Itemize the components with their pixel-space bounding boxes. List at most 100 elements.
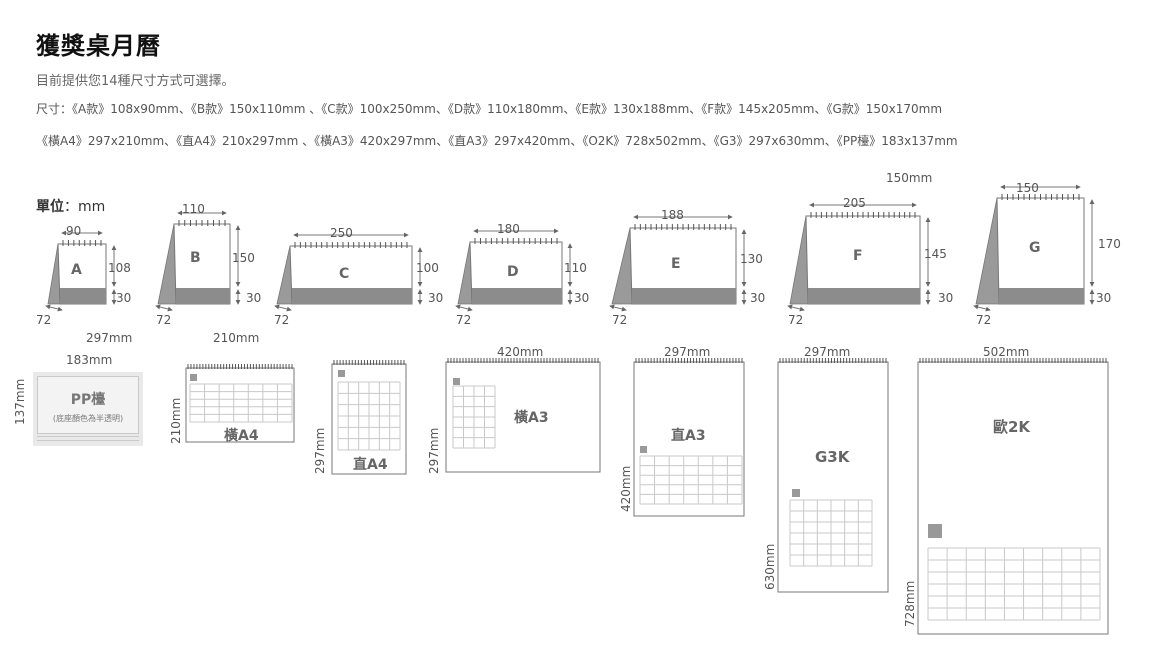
g3k-height-label: 630mm [763, 543, 777, 590]
desk-side-panel [789, 215, 809, 305]
desk-calendars [45, 184, 1095, 312]
g3k-name: G3K [815, 448, 850, 466]
unit-label-text: 單位 [36, 199, 64, 215]
unit-label: 單位：mm [36, 196, 105, 216]
desk-a-width: 90 [66, 224, 82, 238]
g3k-width-label: 297mm [804, 345, 851, 359]
desk-base [999, 288, 1084, 304]
depth-dimension-arrow [155, 304, 173, 312]
desk-base [292, 288, 412, 304]
pp-height-label: 137mm [13, 378, 27, 425]
desk-a-letter: A [71, 262, 82, 278]
page-title: 獲獎桌月曆 [36, 32, 161, 60]
depth-dimension-arrow [609, 304, 627, 312]
calendar-sheet [185, 367, 295, 443]
desk-f-width: 205 [843, 196, 866, 210]
a4v-width-label: 210mm [213, 331, 260, 345]
desk-d-letter: D [507, 264, 519, 280]
calendar-sheet [917, 361, 1109, 635]
desk-calendar-a [45, 230, 117, 312]
depth-dimension-arrow [973, 304, 991, 312]
depth-dimension-arrow [787, 304, 805, 312]
desk-calendar-d [455, 228, 573, 312]
calendar-sheet [633, 361, 745, 517]
pp-stand-name: PP檯 [70, 392, 106, 408]
desk-side-panel [276, 245, 293, 305]
desk-b-width: 110 [182, 202, 205, 216]
desk-g-extra-label: 150mm [886, 171, 933, 185]
desk-a-base: 30 [116, 291, 132, 305]
desk-d-width: 180 [497, 222, 520, 236]
depth-dimension-arrow [274, 304, 292, 312]
desk-b-base: 30 [246, 291, 262, 305]
desk-g-depth: 72 [976, 313, 992, 327]
desk-f-height: 145 [924, 247, 947, 261]
desk-c-height: 100 [416, 261, 439, 275]
desk-base [60, 288, 106, 304]
a3v-name: 直A3 [671, 428, 706, 444]
desk-e-width: 188 [661, 208, 684, 222]
desk-calendar-b [155, 210, 241, 312]
a4v-height-label: 297mm [313, 427, 327, 474]
k2-height-label: 728mm [903, 580, 917, 627]
desk-g-base: 30 [1096, 291, 1112, 305]
spec-line-1: 尺寸：《A款》108x90mm、《B款》150x110mm 、《C款》100x2… [36, 102, 943, 116]
desk-f-depth: 72 [788, 313, 804, 327]
unit-value: ：mm [64, 199, 106, 215]
desk-d-depth: 72 [456, 313, 472, 327]
pp-stand: PP檯 (底座顏色為半透明) [33, 372, 143, 446]
pp-stand-panel: PP檯 (底座顏色為半透明) [37, 376, 139, 434]
calendar-marker [640, 446, 647, 453]
desk-c-letter: C [339, 266, 350, 282]
desk-base [632, 288, 736, 304]
desk-base [472, 288, 562, 304]
calendar-marker [792, 489, 800, 497]
desk-calendar-g [973, 184, 1095, 312]
desk-e-height: 130 [740, 252, 763, 266]
pp-width-label: 183mm [66, 353, 113, 367]
calendar-marker [453, 378, 460, 385]
k2-name: 歐2K [993, 418, 1031, 436]
desk-e-letter: E [671, 256, 681, 272]
desk-c-depth: 72 [274, 313, 290, 327]
wall-a4-landscape [185, 364, 295, 443]
desk-f-base: 30 [938, 291, 954, 305]
desk-f-letter: F [853, 248, 863, 264]
depth-dimension-arrow [45, 304, 63, 312]
k2-width-label: 502mm [983, 345, 1030, 359]
wall-calendars [185, 358, 1109, 635]
desk-calendar-e [609, 214, 747, 312]
calendar-marker [338, 370, 345, 377]
desk-g-width: 150 [1016, 181, 1039, 195]
desk-b-letter: B [190, 250, 201, 266]
a3h-name: 橫A3 [514, 410, 549, 426]
spec-line-2: 《橫A4》297x210mm、《直A4》210x297mm 、《橫A3》420x… [36, 134, 958, 148]
wall-g3k [777, 358, 889, 593]
desk-d-height: 110 [564, 261, 587, 275]
desk-g-height: 170 [1098, 237, 1121, 251]
desk-d-base: 30 [574, 291, 590, 305]
a3v-width-label: 297mm [664, 345, 711, 359]
a3v-height-label: 420mm [619, 465, 633, 512]
calendar-sheet [777, 361, 889, 593]
desk-a-height: 108 [108, 261, 131, 275]
desk-side-panel [975, 197, 1000, 305]
pp-stand-note: (底座顏色為半透明) [52, 414, 124, 423]
wall-a4-portrait [331, 360, 407, 475]
desk-calendar-c [274, 232, 423, 312]
pp-stand-line [37, 440, 139, 441]
desk-c-width: 250 [330, 226, 353, 240]
desk-b-depth: 72 [156, 313, 172, 327]
desk-c-base: 30 [428, 291, 444, 305]
desk-e-depth: 72 [612, 313, 628, 327]
a4h-height-label: 210mm [169, 397, 183, 444]
desk-base [176, 288, 230, 304]
a3h-width-label: 420mm [497, 345, 544, 359]
desk-a-depth: 72 [36, 313, 52, 327]
a4v-name: 直A4 [353, 457, 388, 473]
pp-stand-line [37, 436, 139, 437]
calendar-marker [190, 374, 197, 381]
wall-a3-landscape [445, 358, 601, 473]
wall-2k [917, 358, 1109, 635]
